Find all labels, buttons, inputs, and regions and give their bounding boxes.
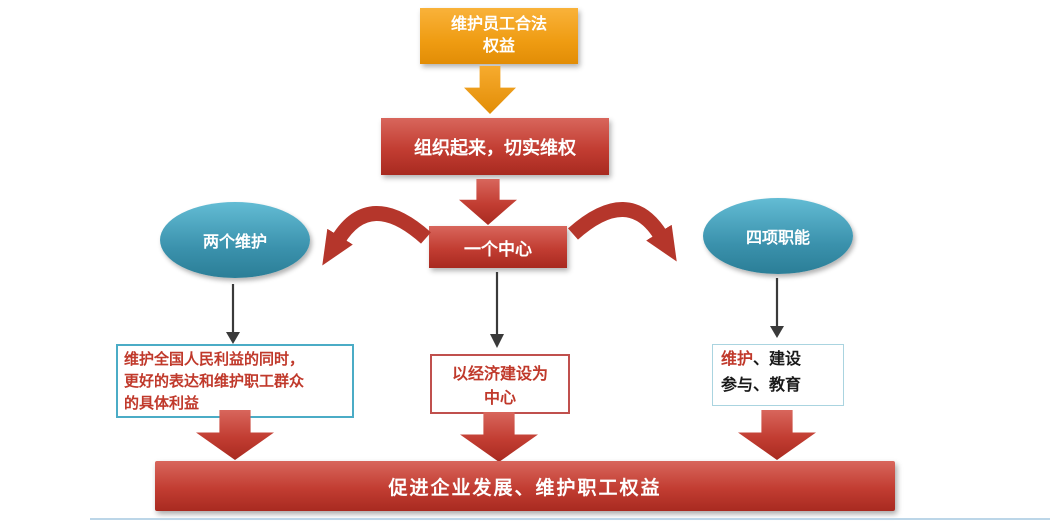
- organize-box: 组织起来，切实维权: [381, 118, 609, 175]
- curved-arrow-left-icon: [322, 206, 431, 266]
- one-center-box: 一个中心: [429, 226, 567, 268]
- bottom-divider-line: [90, 518, 1050, 520]
- center-note-box: 以经济建设为 中心: [430, 354, 570, 414]
- curved-arrow-right-icon: [568, 202, 677, 262]
- big-down-arrow-right-icon: [738, 410, 816, 460]
- top-goal-box: 维护员工合法 权益: [420, 8, 578, 64]
- connector-arrow-right-icon: [770, 278, 784, 338]
- connector-arrow-center-icon: [490, 272, 504, 348]
- right-note-rest: 、建设 参与、教育: [721, 351, 802, 395]
- right-note-box: 维护、建设 参与、教育: [712, 344, 844, 406]
- left-note-box: 维护全国人民利益的同时， 更好的表达和维护职工群众 的具体利益: [116, 344, 354, 418]
- right-note-red-word: 维护: [721, 351, 754, 368]
- bottom-banner: 促进企业发展、维护职工权益: [155, 461, 895, 511]
- two-maintenance-ellipse: 两个维护: [160, 202, 310, 278]
- big-down-arrow-center-icon: [460, 412, 538, 462]
- down-arrow-red-icon: [459, 179, 517, 225]
- connector-arrow-left-icon: [226, 284, 240, 344]
- four-functions-ellipse: 四项职能: [703, 198, 853, 274]
- down-arrow-orange-icon: [464, 66, 516, 114]
